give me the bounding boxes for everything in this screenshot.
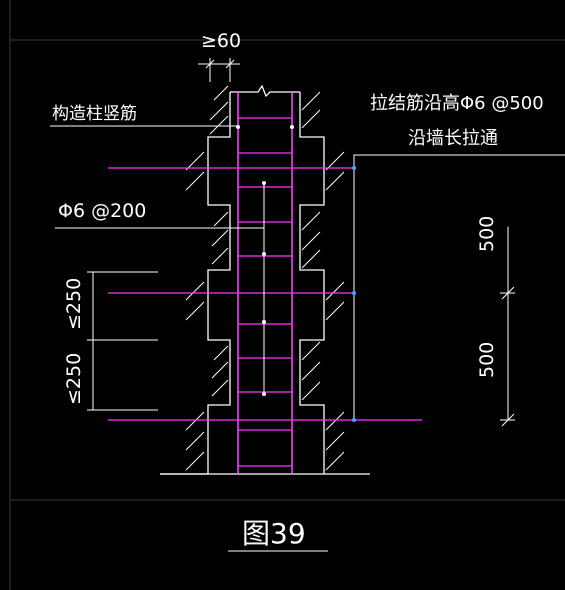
column-vertical-bars-label: 构造柱竖筋 — [52, 104, 137, 124]
dim-500-bottom-label: 500 — [476, 341, 498, 378]
le250-bottom-label: ≤250 — [63, 352, 85, 405]
tie-bar-label-1: 拉结筋沿高Φ6 @500 — [370, 93, 544, 114]
dim-markers — [352, 166, 356, 422]
dim-500-top-label: 500 — [476, 215, 498, 252]
le250-top-label: ≤250 — [63, 277, 85, 330]
min-60-label: ≥60 — [201, 30, 242, 52]
grid-lines — [9, 0, 565, 590]
tie-bar-label-2: 沿墙长拉通 — [408, 128, 498, 149]
leader-lines — [50, 58, 565, 552]
figure-caption: 图39 — [242, 517, 306, 550]
rebar-dots — [236, 125, 294, 396]
wall-hatching — [185, 85, 345, 471]
stirrup-spacing-label: Φ6 @200 — [58, 200, 147, 222]
wall-outline — [160, 84, 370, 475]
dimension-left — [87, 271, 158, 411]
